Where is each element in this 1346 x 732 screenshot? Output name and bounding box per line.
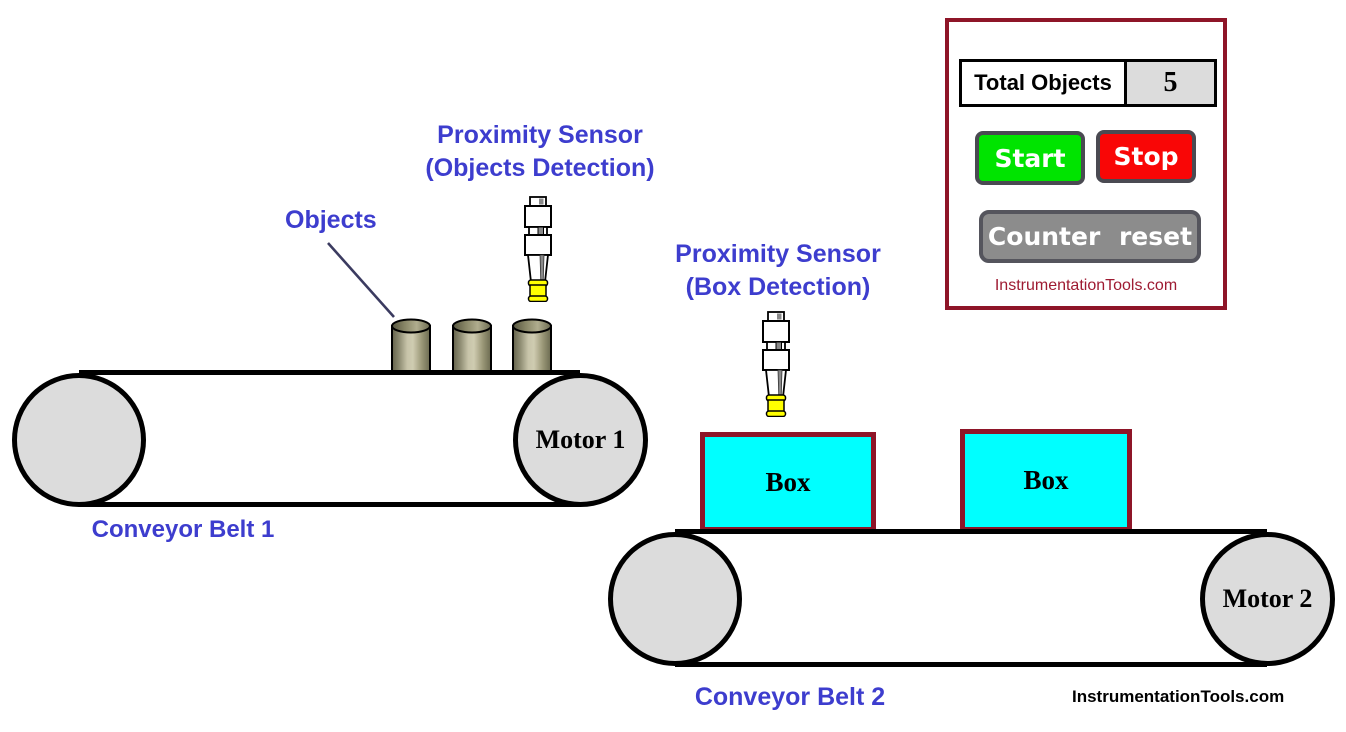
motor2-label: Motor 2: [1222, 584, 1313, 613]
sensor2-label-line2: (Box Detection): [685, 273, 871, 301]
belt1-idler-roller: [12, 373, 146, 507]
object-cylinder-3: [512, 318, 552, 372]
box1-label: Box: [765, 466, 811, 497]
object-cylinder-2: [452, 318, 492, 372]
belt1-motor-roller: Motor 1: [513, 373, 648, 507]
counter-reset-button[interactable]: Counter reset: [979, 210, 1201, 263]
object-cylinder-1: [391, 318, 431, 372]
sensor1-label-line1: Proximity Sensor: [437, 121, 643, 149]
belt1-caption: Conveyor Belt 1: [91, 516, 275, 543]
belt2-band: [675, 529, 1267, 667]
proximity-sensor-box-icon: [762, 311, 790, 417]
panel-brand-caption: InstrumentationTools.com: [994, 277, 1178, 294]
start-button[interactable]: Start: [975, 131, 1085, 185]
belt2-caption: Conveyor Belt 2: [694, 683, 886, 711]
total-objects-label: Total Objects: [974, 70, 1112, 95]
box-1: Box: [700, 432, 876, 532]
total-objects-display: Total Objects 5: [959, 59, 1217, 107]
watermark-text: InstrumentationTools.com: [1072, 687, 1285, 706]
box2-label: Box: [1023, 465, 1069, 495]
belt1-band: [79, 370, 580, 507]
belt2-motor-roller: Motor 2: [1200, 532, 1335, 666]
objects-label: Objects: [285, 206, 377, 234]
control-panel: Total Objects 5 Start Stop Counter reset…: [945, 18, 1227, 310]
total-objects-value: 5: [1124, 62, 1214, 104]
box-2: Box: [960, 429, 1132, 532]
belt2-idler-roller: [608, 532, 742, 666]
sensor1-label-line2: (Objects Detection): [425, 154, 655, 182]
stop-button[interactable]: Stop: [1096, 130, 1196, 183]
motor1-label: Motor 1: [535, 425, 626, 454]
sensor2-label-line1: Proximity Sensor: [675, 240, 881, 268]
objects-pointer-line: [327, 242, 395, 318]
proximity-sensor-objects-icon: [524, 196, 552, 302]
